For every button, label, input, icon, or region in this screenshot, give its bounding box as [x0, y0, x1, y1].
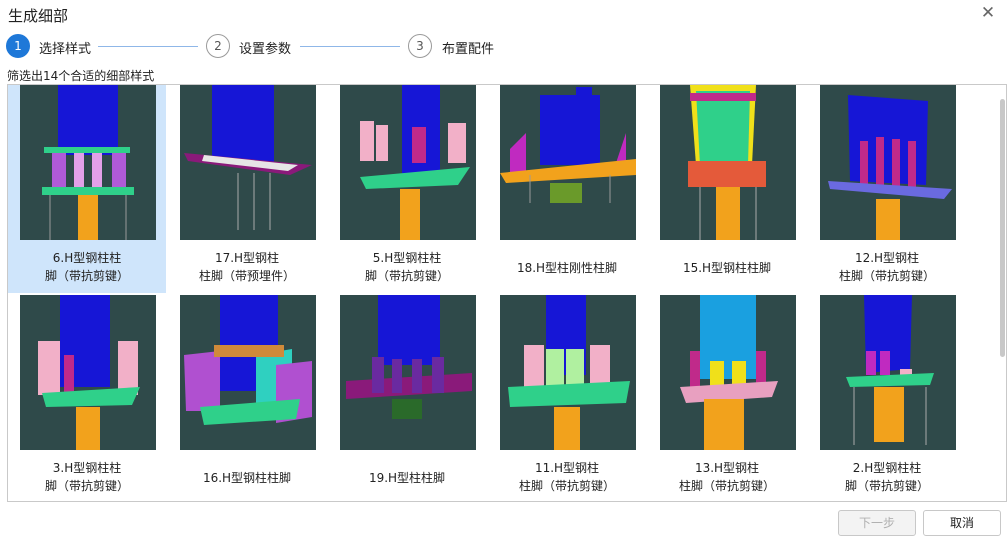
style-caption-line1: 6.H型钢柱柱 — [52, 251, 122, 265]
step-connector — [98, 46, 198, 47]
style-caption-line1: 12.H型钢柱 — [854, 251, 920, 265]
style-option[interactable]: 19.H型柱柱脚 — [328, 295, 486, 501]
style-thumbnail — [660, 85, 796, 240]
style-caption: 16.H型钢柱柱脚 — [168, 469, 326, 487]
style-caption-line2: 脚（带抗剪键） — [364, 269, 449, 283]
step-2-indicator[interactable]: 2 — [206, 34, 230, 58]
style-option[interactable]: 13.H型钢柱柱脚（带抗剪键） — [648, 295, 806, 501]
style-caption: 2.H型钢柱柱脚（带抗剪键） — [808, 459, 966, 495]
style-caption: 15.H型钢柱柱脚 — [648, 259, 806, 277]
style-caption-line2: 脚（带抗剪键） — [44, 479, 129, 493]
style-thumbnail — [500, 295, 636, 450]
wizard-steps: 1 选择样式 2 设置参数 3 布置配件 — [6, 34, 526, 60]
style-thumbnail — [820, 295, 956, 450]
filter-summary: 筛选出14个合适的细部样式 — [7, 69, 155, 83]
style-thumbnail — [20, 85, 156, 240]
dialog-title: 生成细部 — [8, 7, 69, 25]
style-caption: 5.H型钢柱柱脚（带抗剪键） — [328, 249, 486, 285]
style-option[interactable]: 18.H型柱刚性柱脚 — [488, 85, 646, 293]
step-1-indicator[interactable]: 1 — [6, 34, 30, 58]
style-thumbnail — [180, 85, 316, 240]
step-2-label: 设置参数 — [239, 42, 292, 57]
style-option[interactable]: 5.H型钢柱柱脚（带抗剪键） — [328, 85, 486, 293]
style-caption-line1: 15.H型钢柱柱脚 — [682, 261, 772, 275]
scrollbar[interactable] — [998, 85, 1006, 501]
style-thumbnail — [20, 295, 156, 450]
style-caption-line1: 2.H型钢柱柱 — [852, 461, 922, 475]
style-caption: 18.H型柱刚性柱脚 — [488, 259, 646, 277]
style-option[interactable]: 11.H型钢柱柱脚（带抗剪键） — [488, 295, 646, 501]
style-caption: 6.H型钢柱柱脚（带抗剪键） — [8, 249, 166, 285]
step-3-indicator[interactable]: 3 — [408, 34, 432, 58]
style-caption-line1: 13.H型钢柱 — [694, 461, 760, 475]
style-caption: 3.H型钢柱柱脚（带抗剪键） — [8, 459, 166, 495]
style-gallery: 6.H型钢柱柱脚（带抗剪键） 17.H型钢柱柱脚（带预埋件） 5.H型钢柱柱脚（… — [7, 84, 1007, 502]
style-caption: 17.H型钢柱柱脚（带预埋件） — [168, 249, 326, 285]
style-caption-line1: 18.H型柱刚性柱脚 — [516, 261, 618, 275]
step-1-label: 选择样式 — [39, 42, 92, 57]
style-option[interactable]: 2.H型钢柱柱脚（带抗剪键） — [808, 295, 966, 501]
style-option[interactable]: 17.H型钢柱柱脚（带预埋件） — [168, 85, 326, 293]
cancel-button[interactable]: 取消 — [923, 510, 1001, 536]
style-caption-line1: 11.H型钢柱 — [534, 461, 600, 475]
style-caption: 13.H型钢柱柱脚（带抗剪键） — [648, 459, 806, 495]
style-caption-line1: 3.H型钢柱柱 — [52, 461, 122, 475]
step-connector — [300, 46, 400, 47]
style-option[interactable]: 16.H型钢柱柱脚 — [168, 295, 326, 501]
style-caption: 12.H型钢柱柱脚（带抗剪键） — [808, 249, 966, 285]
style-thumbnail — [340, 295, 476, 450]
style-option[interactable]: 3.H型钢柱柱脚（带抗剪键） — [8, 295, 166, 501]
style-caption-line1: 16.H型钢柱柱脚 — [202, 471, 292, 485]
style-option[interactable]: 15.H型钢柱柱脚 — [648, 85, 806, 293]
style-caption: 11.H型钢柱柱脚（带抗剪键） — [488, 459, 646, 495]
style-caption-line2: 柱脚（带抗剪键） — [838, 269, 935, 283]
style-caption-line2: 柱脚（带预埋件） — [198, 269, 295, 283]
style-caption: 19.H型柱柱脚 — [328, 469, 486, 487]
style-option[interactable]: 6.H型钢柱柱脚（带抗剪键） — [8, 85, 166, 293]
style-caption-line2: 柱脚（带抗剪键） — [518, 479, 615, 493]
style-thumbnail — [660, 295, 796, 450]
style-thumbnail — [820, 85, 956, 240]
style-thumbnail — [500, 85, 636, 240]
style-thumbnail — [340, 85, 476, 240]
style-caption-line1: 19.H型柱柱脚 — [368, 471, 446, 485]
style-caption-line1: 5.H型钢柱柱 — [372, 251, 442, 265]
style-caption-line2: 脚（带抗剪键） — [44, 269, 129, 283]
style-thumbnail — [180, 295, 316, 450]
close-icon[interactable]: ✕ — [980, 3, 996, 23]
style-option[interactable]: 12.H型钢柱柱脚（带抗剪键） — [808, 85, 966, 293]
next-button[interactable]: 下一步 — [838, 510, 916, 536]
style-caption-line2: 脚（带抗剪键） — [844, 479, 929, 493]
style-caption-line1: 17.H型钢柱 — [214, 251, 280, 265]
scrollbar-thumb[interactable] — [1000, 99, 1005, 357]
style-caption-line2: 柱脚（带抗剪键） — [678, 479, 775, 493]
step-3-label: 布置配件 — [442, 42, 495, 57]
